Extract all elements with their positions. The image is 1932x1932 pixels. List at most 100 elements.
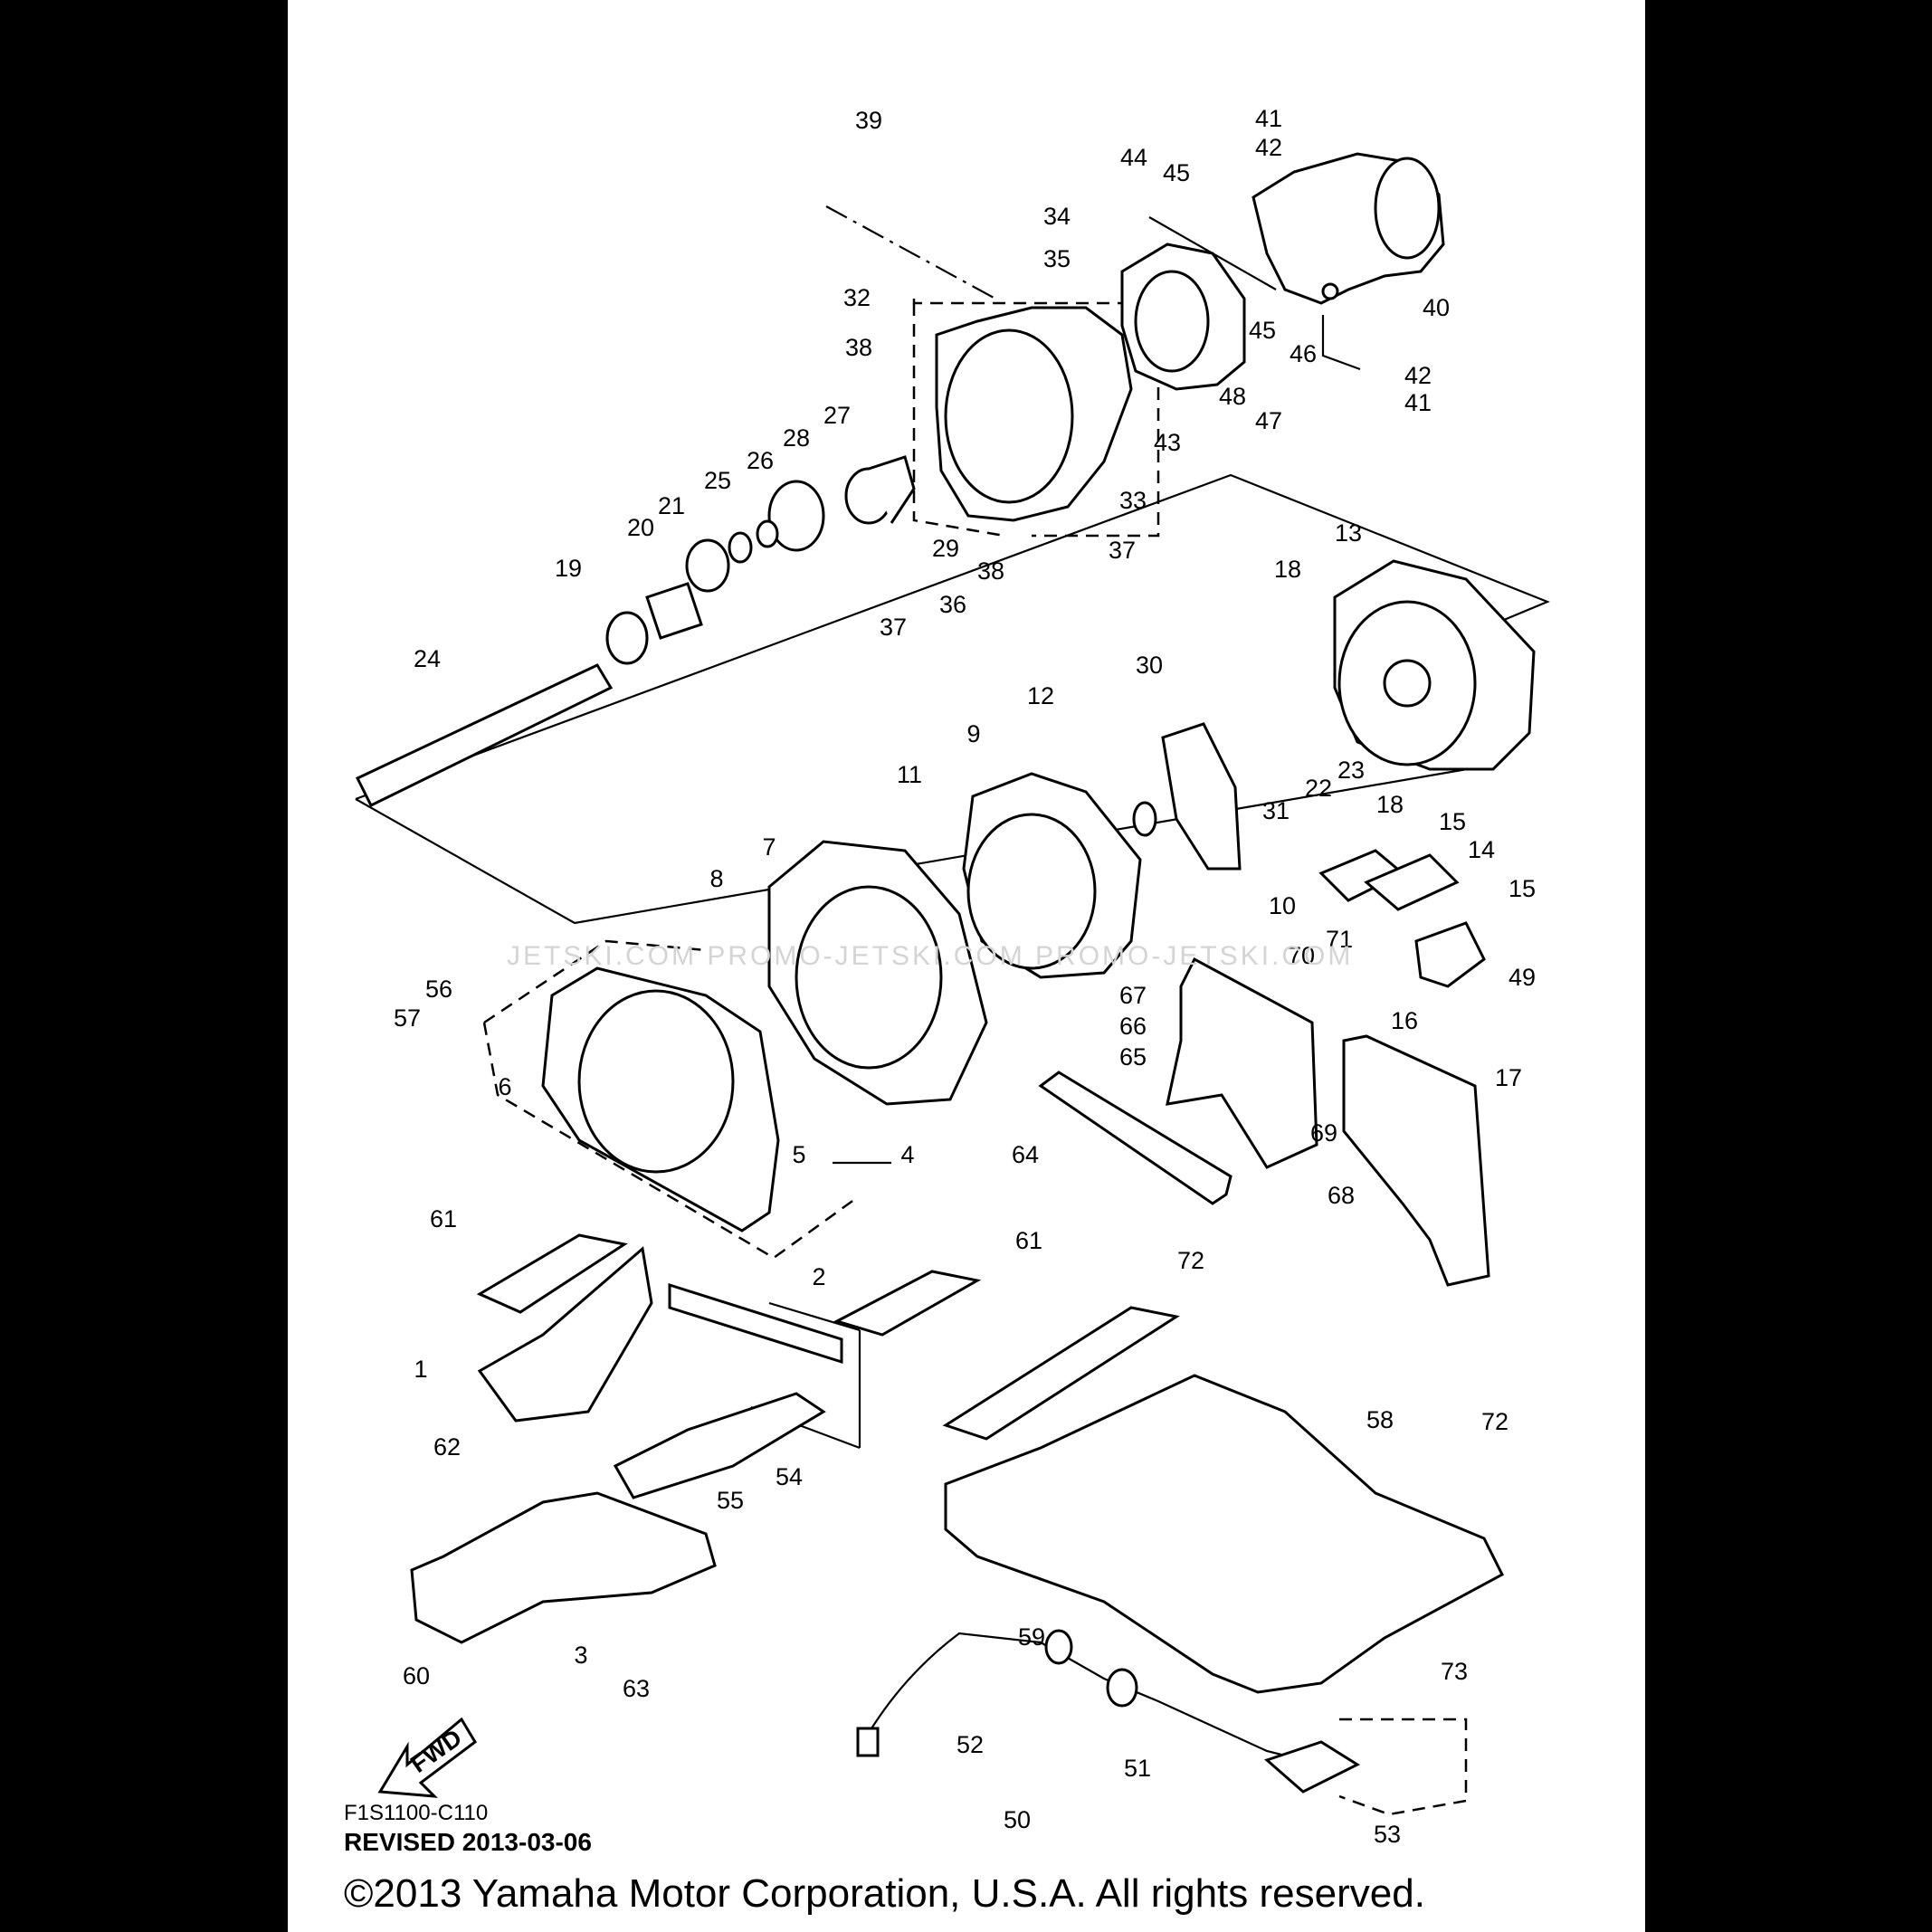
callout-56: 56 [425,976,452,1003]
callout-22: 22 [1305,775,1332,802]
callout-72: 72 [1177,1247,1204,1274]
bed-bracket-2 [613,1282,843,1499]
callout-49: 49 [1508,964,1536,991]
impeller-housing-13 [1333,559,1536,771]
callout-10: 10 [1269,892,1296,919]
callout-42: 42 [1404,362,1432,389]
housing-7 [767,840,988,1106]
ring-27 [844,455,916,525]
callout-41: 41 [1404,389,1432,416]
watermark-text: JETSKI.COM PROMO-JETSKI.COM PROMO-JETSKI… [507,941,1354,971]
drive-shaft-group [355,480,825,808]
callout-20: 20 [627,514,654,541]
callout-19: 19 [555,555,582,582]
callout-15: 15 [1508,875,1536,902]
callout-37: 37 [880,614,907,641]
callout-32: 32 [843,284,871,311]
callout-73: 73 [1441,1658,1468,1685]
callout-12: 12 [1027,682,1054,709]
callout-6: 6 [498,1073,511,1100]
drawing-code: F1S1100-C110 [344,1801,489,1825]
cable-51 [856,1629,1361,1794]
callout-18: 18 [1274,556,1301,583]
callout-48: 48 [1219,383,1246,410]
callout-70: 70 [1288,942,1315,969]
callout-47: 47 [1255,407,1282,434]
callout-9: 9 [966,720,980,747]
callout-62: 62 [433,1433,461,1461]
callout-31: 31 [1262,797,1290,824]
callout-5: 5 [792,1141,805,1168]
callout-11: 11 [897,761,922,788]
bed-bracket-1 [477,1246,653,1423]
mounting-plate-4 [541,966,780,1232]
rail-64 [1038,1071,1232,1205]
callout-17: 17 [1495,1064,1522,1091]
callout-1: 1 [414,1356,427,1383]
callout-64: 64 [1012,1141,1039,1168]
callout-14: 14 [1468,836,1495,863]
revision-date: REVISED 2013-03-06 [344,1828,592,1856]
callout-27: 27 [823,402,851,429]
callout-18: 18 [1376,791,1404,818]
callout-41: 41 [1255,105,1282,132]
callout-4: 4 [900,1141,914,1168]
plate-68 [1342,1034,1490,1287]
callout-53: 53 [1374,1821,1401,1848]
callout-45: 45 [1249,317,1276,344]
ride-plate-58 [944,1374,1504,1694]
callout-30: 30 [1136,652,1163,679]
callout-13: 13 [1335,519,1362,547]
callout-21: 21 [658,492,685,519]
callout-71: 71 [1326,926,1353,953]
mount-pad-61 [476,1233,982,1337]
forward-direction-arrow: FWD [377,1717,477,1798]
callout-65: 65 [1119,1043,1147,1071]
callout-36: 36 [939,591,966,618]
impeller-30 [1132,722,1242,871]
callout-59: 59 [1018,1623,1045,1651]
callout-72: 72 [1481,1408,1508,1435]
callout-15: 15 [1439,808,1466,835]
callout-23: 23 [1337,757,1365,784]
callout-25: 25 [704,467,731,494]
callout-45: 45 [1163,159,1190,186]
callout-39: 39 [855,107,882,134]
callout-55: 55 [717,1487,744,1514]
callout-28: 28 [783,424,810,452]
callout-61: 61 [430,1205,457,1232]
callout-7: 7 [762,833,776,861]
callout-24: 24 [414,645,441,672]
callout-layer: 1234567891011121314151516171818192021222… [394,105,1536,1848]
callout-2: 2 [812,1263,825,1290]
callout-68: 68 [1328,1182,1355,1209]
callout-52: 52 [956,1731,984,1758]
callout-34: 34 [1043,203,1071,230]
callout-29: 29 [932,535,959,562]
valve-group-14-16 [1318,849,1486,988]
bracket-3 [410,1491,717,1644]
callout-46: 46 [1290,340,1317,367]
callout-54: 54 [776,1463,803,1490]
callout-38: 38 [977,557,1004,585]
callout-58: 58 [1366,1406,1394,1433]
mount-pad-72 [942,1306,1180,1441]
callout-3: 3 [574,1642,587,1669]
callout-40: 40 [1423,294,1450,321]
callout-57: 57 [394,1004,421,1032]
callout-61: 61 [1015,1227,1042,1254]
pump-cover-40 [1252,152,1445,305]
assembly-group-lines [355,205,1550,1816]
callout-60: 60 [403,1662,430,1689]
intake-duct-9 [962,772,1142,979]
nozzle-43 [1120,243,1246,391]
callout-33: 33 [1119,487,1147,514]
callout-26: 26 [747,447,774,474]
pump-housing-32 [935,306,1133,522]
callout-38: 38 [845,334,872,361]
callout-66: 66 [1119,1013,1147,1040]
bracket-69 [1166,956,1318,1169]
callout-50: 50 [1004,1806,1031,1833]
callout-67: 67 [1119,982,1147,1009]
